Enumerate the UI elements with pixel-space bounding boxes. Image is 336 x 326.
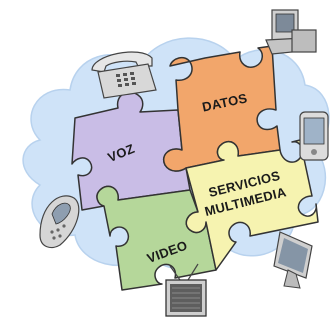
pda-icon bbox=[299, 111, 329, 161]
puzzle-piece-video: VIDEO bbox=[96, 185, 217, 291]
puzzle-piece-voz: VOZ bbox=[71, 91, 191, 211]
desktop-computer-icon bbox=[265, 9, 317, 55]
puzzle-piece-datos: DATOS bbox=[163, 45, 281, 172]
mobile-phone-icon bbox=[39, 195, 80, 249]
television-icon bbox=[165, 263, 207, 317]
telephone-icon bbox=[91, 51, 157, 99]
puzzle-piece-servicios-multimedia: SERVICIOS MULTIMEDIA bbox=[185, 139, 319, 271]
monitor-icon bbox=[273, 231, 313, 289]
